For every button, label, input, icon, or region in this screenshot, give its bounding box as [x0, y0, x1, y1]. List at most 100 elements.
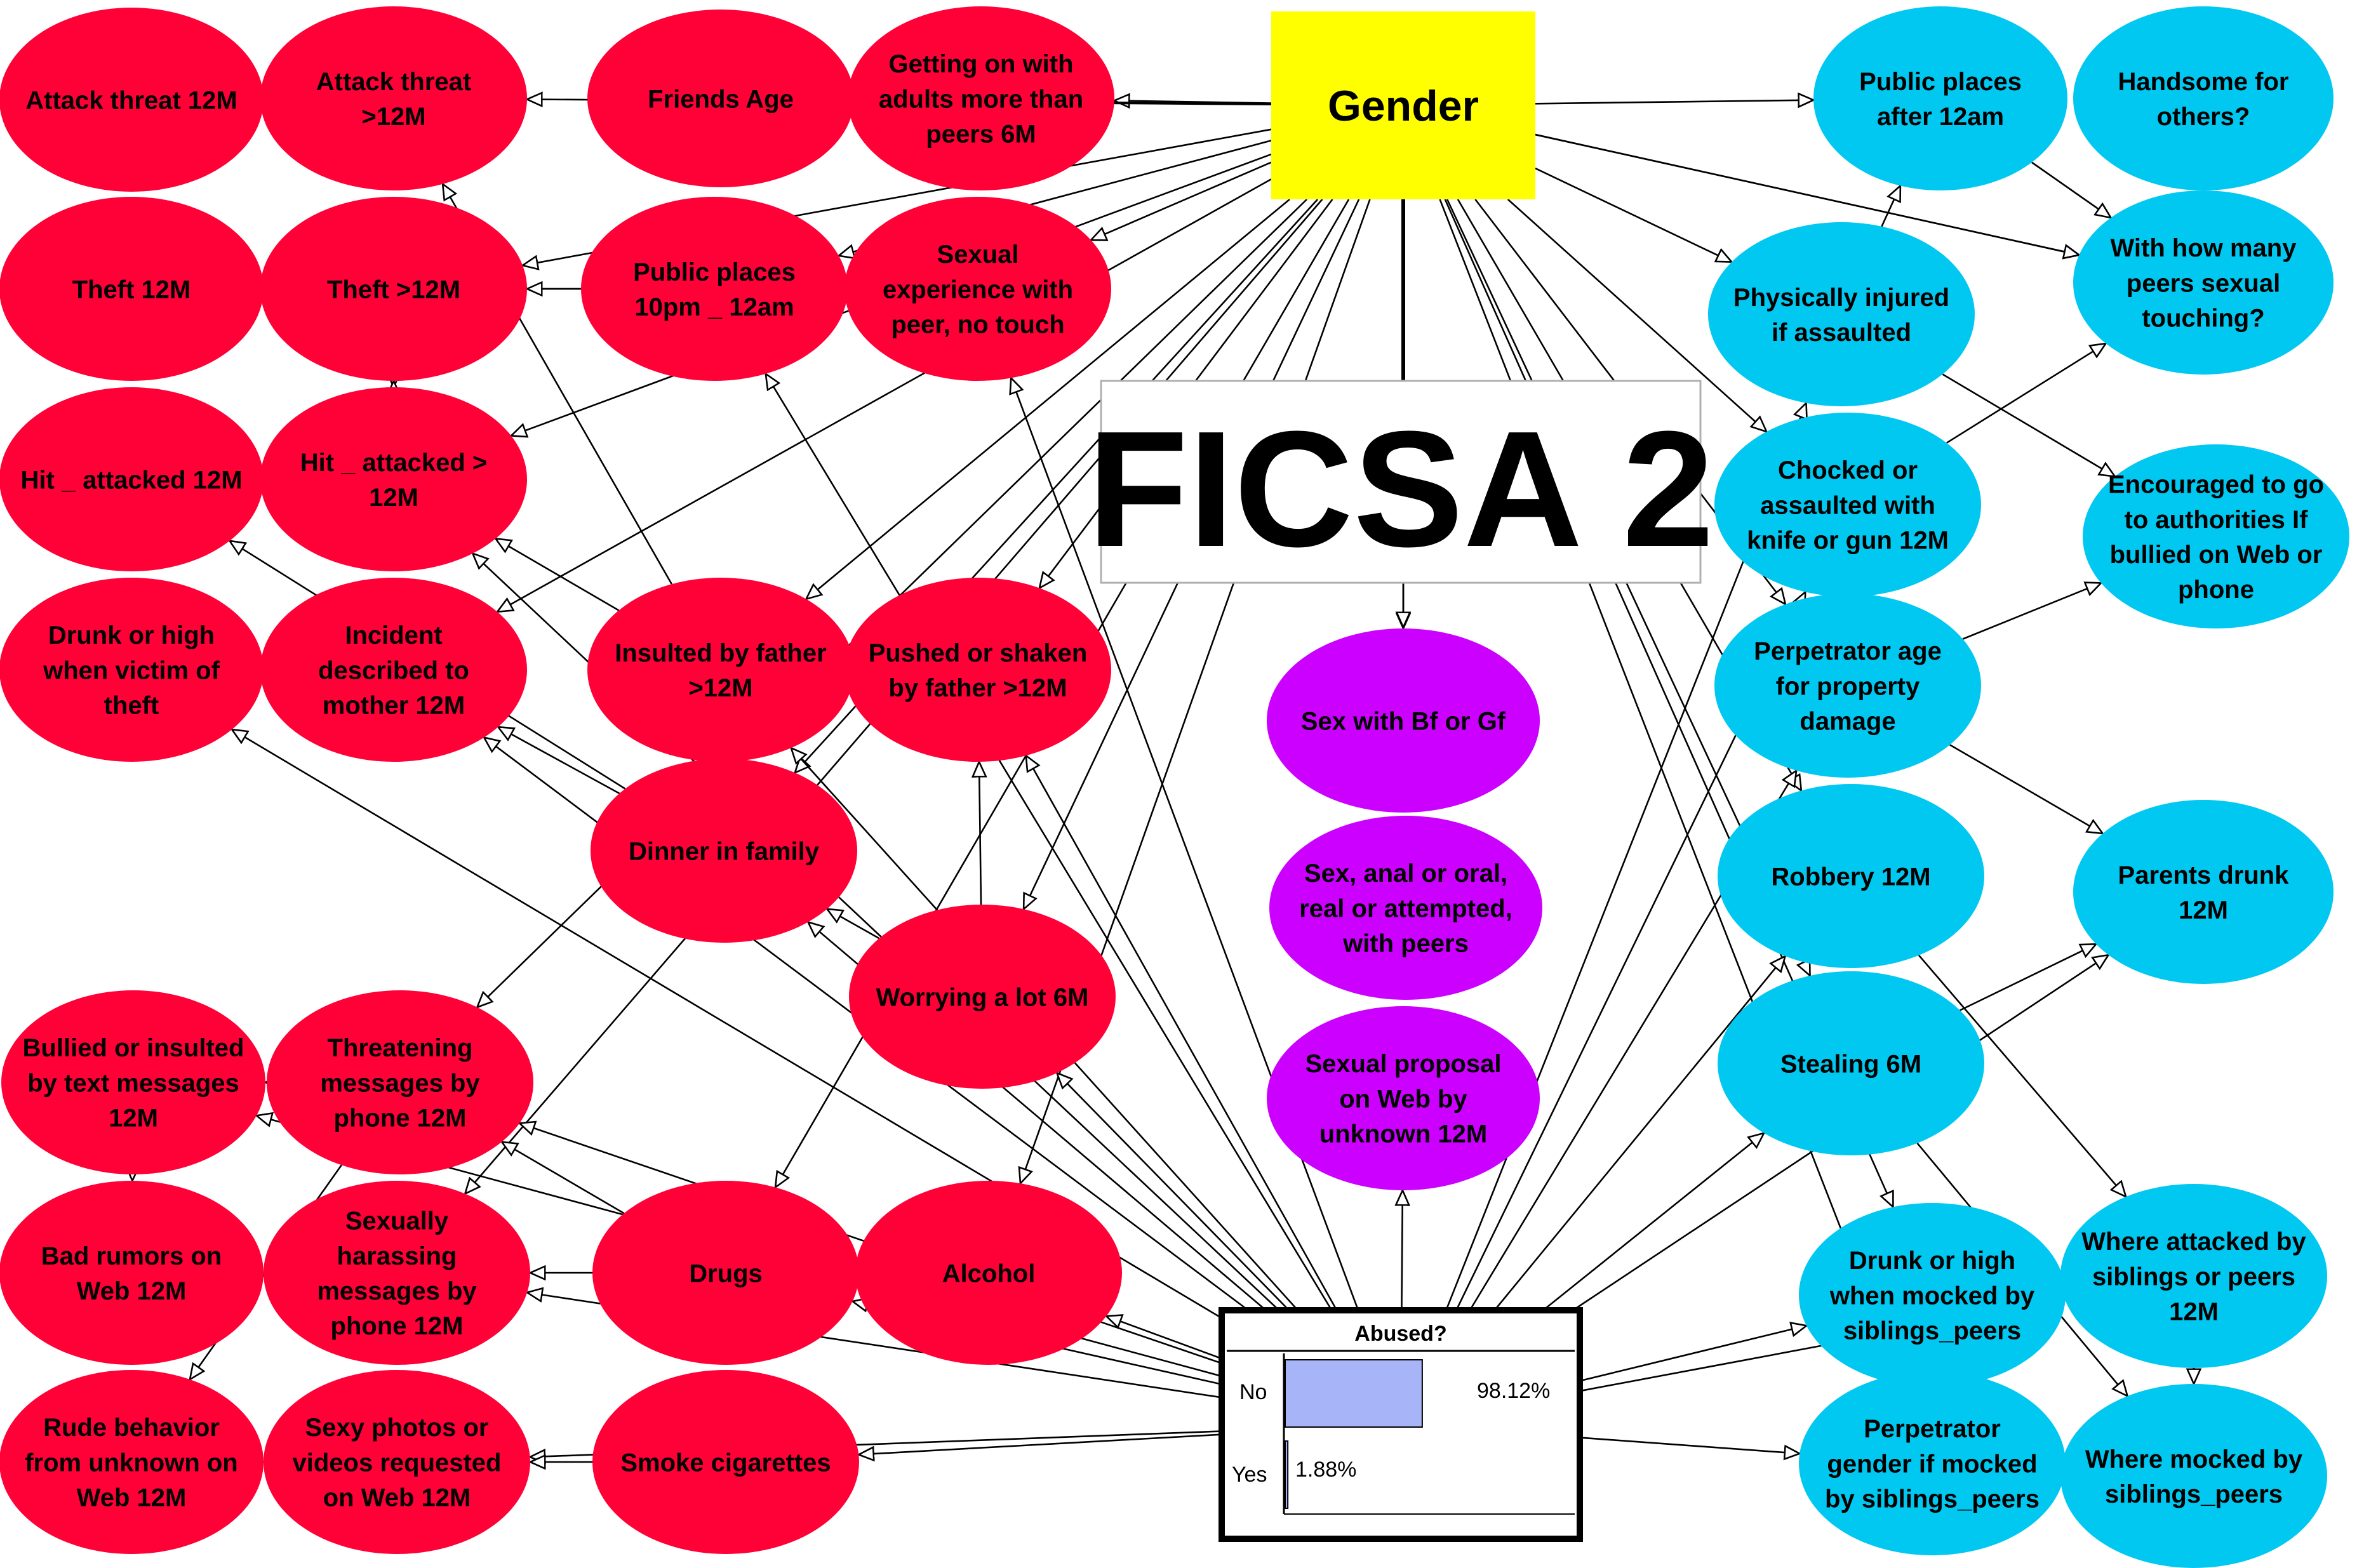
gender-label: Gender: [1328, 82, 1479, 130]
node-label-line: >12M: [688, 674, 752, 702]
node-r9[interactable]: Hit _ attacked 12M: [0, 387, 264, 571]
node-label-line: described to: [318, 656, 469, 684]
node-label-line: Stealing 6M: [1780, 1050, 1921, 1078]
node-r10[interactable]: Hit _ attacked >12M: [260, 387, 527, 571]
node-label-line: real or attempted,: [1299, 894, 1512, 922]
node-r13[interactable]: Insulted by father>12M: [587, 578, 854, 762]
node-ellipse: [2060, 1384, 2327, 1568]
node-r1[interactable]: Attack threat 12M: [0, 8, 264, 192]
node-label-line: Drunk or high: [1849, 1247, 2015, 1275]
node-label-line: Robbery 12M: [1771, 863, 1930, 891]
node-r21[interactable]: Drugs: [592, 1181, 859, 1365]
node-label-line: siblings_peers: [1843, 1317, 2021, 1345]
node-c8[interactable]: Robbery 12M: [1718, 784, 1984, 968]
edge-A-p3: [1401, 1190, 1402, 1311]
node-label-line: messages by: [317, 1277, 477, 1305]
node-label-line: gender if mocked: [1827, 1450, 2037, 1478]
node-r22[interactable]: Alcohol: [855, 1181, 1122, 1365]
node-r3[interactable]: Friends Age: [587, 10, 854, 187]
node-r15[interactable]: Dinner in family: [591, 759, 857, 943]
node-ellipse: [1714, 413, 1981, 597]
node-ellipse: [587, 10, 854, 187]
node-label-line: theft: [104, 692, 159, 720]
node-ellipse: [1267, 628, 1540, 813]
node-label-line: phone: [2178, 576, 2254, 604]
node-label-line: phone 12M: [331, 1312, 464, 1340]
edge-c7-c6: [1962, 583, 2101, 640]
node-p2[interactable]: Sex, anal or oral,real or attempted,with…: [1269, 816, 1542, 1000]
node-label-line: Public places: [633, 258, 796, 286]
node-label-line: knife or gun 12M: [1747, 527, 1949, 555]
node-ellipse: [1718, 784, 1984, 968]
node-label-line: Theft 12M: [72, 276, 191, 303]
edge-A-r14: [1026, 755, 1338, 1311]
node-r16[interactable]: Worrying a lot 6M: [849, 905, 1116, 1089]
node-ellipse: [1813, 6, 2067, 190]
node-ellipse: [849, 905, 1116, 1089]
state-no-bar: [1285, 1359, 1423, 1428]
node-ellipse: [2073, 6, 2334, 190]
edge-A-c10: [1542, 1133, 1764, 1312]
node-r5[interactable]: Theft 12M: [0, 197, 264, 381]
gender-box: [1271, 11, 1535, 199]
node-label-line: Attack threat 12M: [25, 86, 237, 114]
node-r2[interactable]: Attack threat>12M: [260, 6, 527, 190]
node-ellipse: [1267, 1006, 1540, 1190]
node-label-line: others?: [2157, 103, 2250, 131]
node-r25[interactable]: Smoke cigarettes: [592, 1370, 859, 1554]
edge-r21-r18: [502, 1142, 625, 1214]
node-label-line: experience with: [883, 276, 1073, 303]
gender-node[interactable]: Gender: [1271, 11, 1535, 199]
node-p1[interactable]: Sex with Bf or Gf: [1267, 628, 1540, 813]
abused-monitor[interactable]: Abused? No 98.12% Yes 1.88%: [1219, 1307, 1583, 1542]
node-ellipse: [2073, 190, 2334, 375]
title-frame: [1100, 380, 1702, 584]
node-ellipse: [2060, 1184, 2327, 1368]
node-ellipse: [0, 8, 264, 192]
node-c10[interactable]: Stealing 6M: [1718, 971, 1984, 1155]
node-ellipse: [0, 1370, 264, 1554]
edge-A-c11: [1579, 1325, 1806, 1382]
node-label-line: 12M: [109, 1105, 158, 1133]
edge-A-c8: [1493, 956, 1786, 1311]
node-c11[interactable]: Drunk or high when mocked by siblings_peer…: [1799, 1203, 2066, 1387]
edge-G-r13: [806, 198, 1290, 599]
edge-r16-r15: [827, 909, 880, 940]
node-label-line: harassing: [337, 1242, 457, 1270]
node-label-line: Drugs: [689, 1259, 763, 1287]
node-label-line: if assaulted: [1772, 319, 1911, 347]
node-label-line: Chocked or: [1778, 456, 1918, 484]
node-r6[interactable]: Theft >12M: [260, 197, 527, 381]
edge-G-c3: [1535, 168, 1732, 262]
state-no-label: No: [1239, 1380, 1267, 1404]
node-label-line: when mocked by: [1829, 1282, 2035, 1310]
node-ellipse: [848, 6, 1114, 190]
node-label-line: Smoke cigarettes: [620, 1449, 831, 1477]
node-label-line: Web 12M: [77, 1277, 187, 1305]
node-label-line: Sexual proposal: [1305, 1050, 1502, 1078]
